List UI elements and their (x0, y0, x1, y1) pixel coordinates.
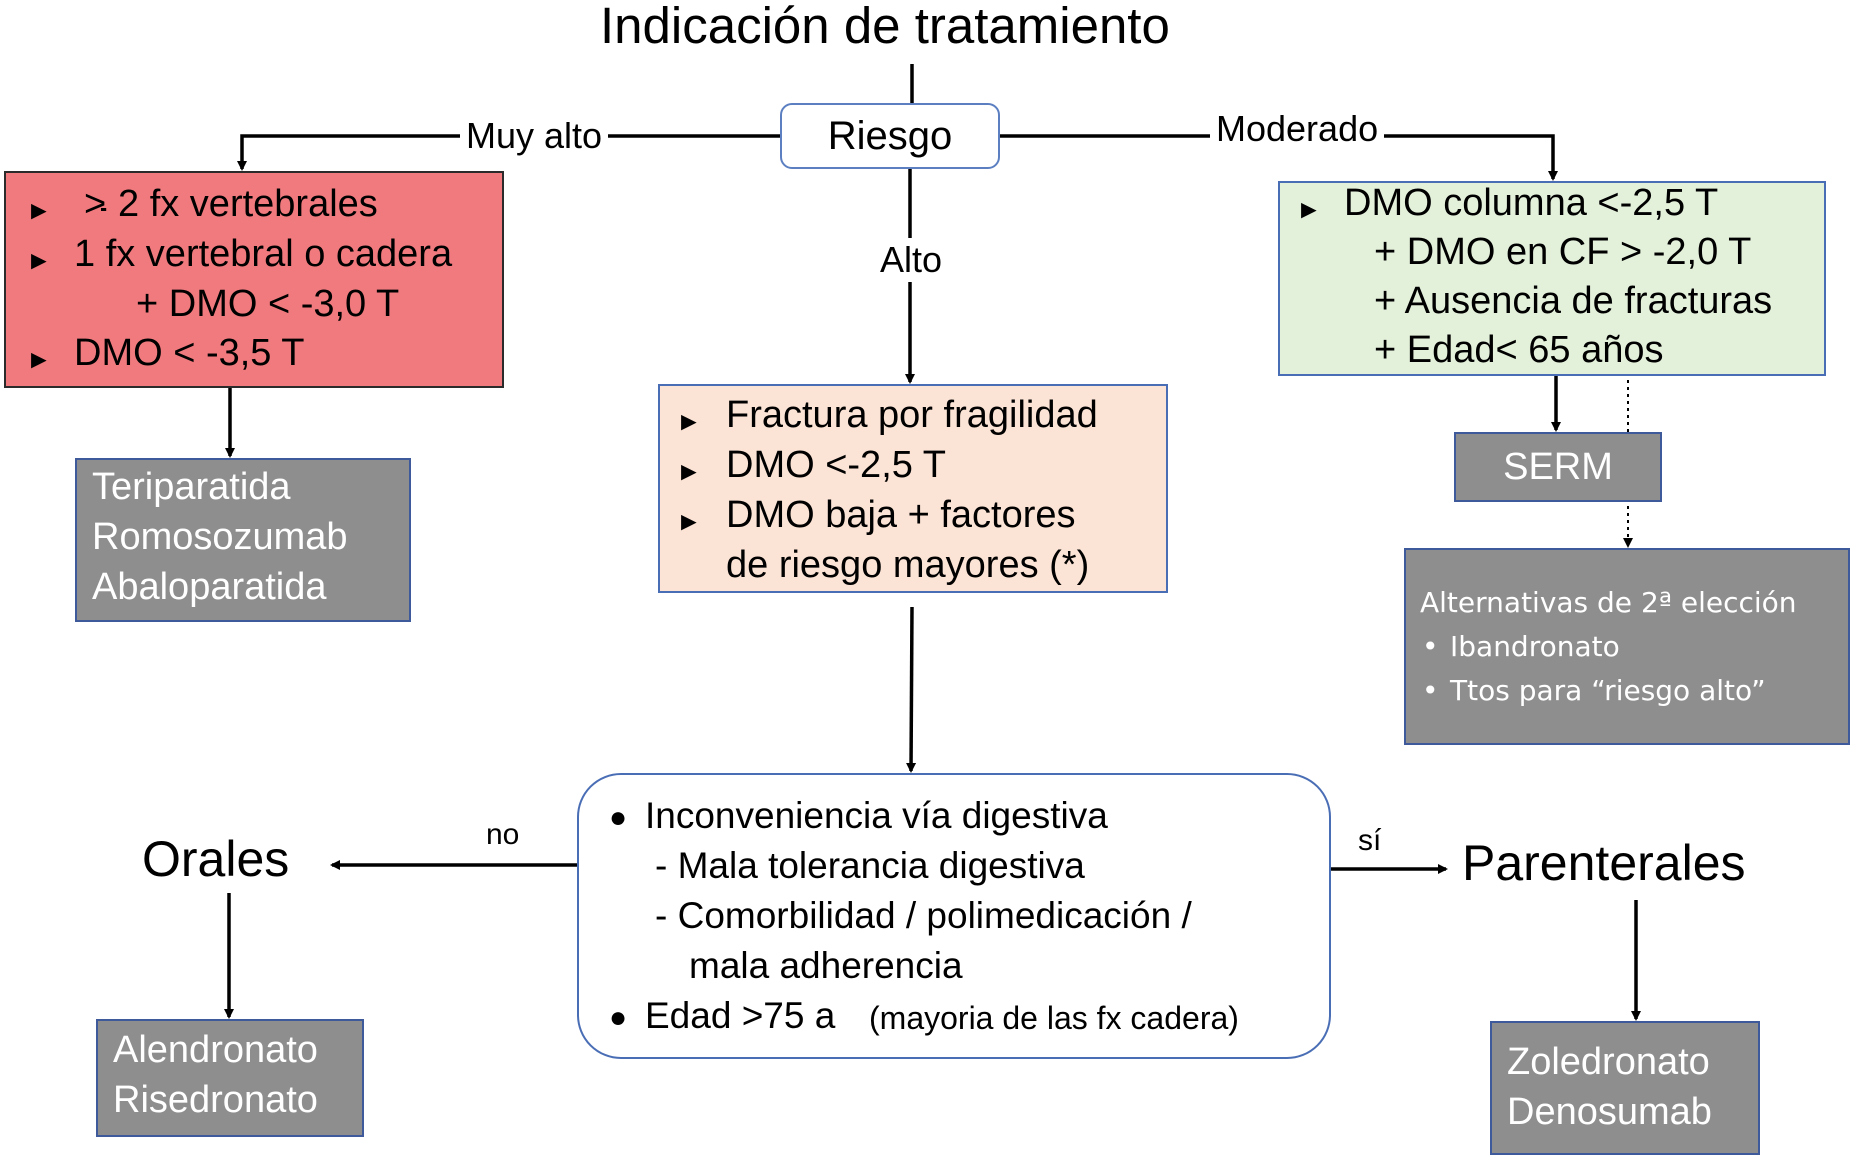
branch-label-alto: Alto (874, 238, 949, 282)
criteria-line: de riesgo mayores (*) (726, 544, 1090, 586)
treatment-item: Alendronato (113, 1029, 318, 1071)
treatment-item: Romosozumab (92, 516, 348, 558)
moderado-criteria-box: ► DMO columna <-2,5 T + DMO en CF > -2,0… (1278, 181, 1826, 376)
riesgo-node: Riesgo (780, 103, 1000, 169)
parenterales-label: Parenterales (1462, 835, 1746, 891)
bullet-marker: ► (1296, 194, 1322, 224)
bullet-marker: ► (676, 456, 702, 486)
alternative-item: Ibandronato (1450, 630, 1620, 663)
decision-criteria-box: ● Inconveniencia vía digestiva - Mala to… (577, 773, 1331, 1059)
treatment-item: Abaloparatida (92, 566, 327, 608)
decision-line: - Mala tolerancia digestiva (655, 845, 1085, 886)
criteria-line: + Ausencia de fracturas (1374, 280, 1773, 322)
treatment-item: Teriparatida (92, 466, 291, 508)
alternative-item: Ttos para “riesgo alto” (1450, 674, 1766, 707)
peach-to-central-arrow (906, 606, 917, 773)
bullet-marker: ► (26, 195, 52, 225)
treatment-item: Zoledronato (1507, 1041, 1710, 1083)
bullet-marker: ► (26, 245, 52, 275)
criteria-line: + Edad< 65 años (1374, 329, 1664, 371)
alternatives-box: Alternativas de 2ª elección • Ibandronat… (1404, 548, 1850, 745)
bullet-marker: ► (26, 344, 52, 374)
moderado-arrow (1000, 134, 1558, 181)
muy-alto-criteria-box: ► > 2 fx vertebrales ► 1 fx vertebral o … (4, 171, 504, 388)
criteria-line: 1 fx vertebral o cadera (74, 233, 453, 275)
alto-criteria-box: ► Fractura por fragilidad ► DMO <-2,5 T … (658, 384, 1168, 593)
dot-marker: ● (609, 801, 628, 834)
diagram-title: Indicación de tratamiento (600, 0, 1170, 54)
bullet-marker: ► (676, 406, 702, 436)
criteria-line: 2 fx vertebrales (118, 183, 378, 225)
treatment-item: Denosumab (1507, 1091, 1712, 1133)
serm-box: SERM (1454, 432, 1662, 502)
decision-line: Edad >75 a (645, 995, 836, 1036)
ge-symbol: > (84, 183, 107, 225)
criteria-line: + DMO en CF > -2,0 T (1374, 231, 1752, 273)
oral-treatments-box: Alendronato Risedronato (96, 1019, 364, 1137)
orales-label: Orales (142, 831, 290, 887)
bullet-dot: • (1422, 630, 1439, 663)
criteria-line: Fractura por fragilidad (726, 394, 1098, 436)
bullet-dot: • (1422, 674, 1439, 707)
riesgo-label: Riesgo (827, 113, 953, 158)
branch-label-no: no (486, 818, 520, 851)
branch-label-moderado: Moderado (1210, 107, 1385, 151)
criteria-line: + DMO < -3,0 T (136, 283, 400, 325)
criteria-line: DMO columna <-2,5 T (1344, 182, 1719, 224)
parenteral-treatments-box: Zoledronato Denosumab (1490, 1021, 1760, 1155)
criteria-line: DMO baja + factores (726, 494, 1076, 536)
dot-marker: ● (609, 1001, 628, 1034)
branch-label-muy-alto: Muy alto (460, 114, 609, 158)
criteria-line: DMO < -3,5 T (74, 332, 305, 374)
treatment-item: Risedronato (113, 1079, 318, 1121)
decision-line: Inconveniencia vía digestiva (645, 795, 1108, 836)
criteria-line: DMO <-2,5 T (726, 444, 946, 486)
muy-alto-treatments-box: Teriparatida Romosozumab Abaloparatida (75, 458, 411, 622)
decision-line: - Comorbilidad / polimedicación / (655, 895, 1192, 936)
branch-label-si: sí (1358, 824, 1382, 857)
alternatives-title: Alternativas de 2ª elección (1420, 586, 1797, 619)
bullet-marker: ► (676, 506, 702, 536)
serm-label: SERM (1503, 445, 1613, 488)
decision-note: (mayoria de las fx cadera) (869, 1000, 1239, 1036)
decision-line: mala adherencia (689, 945, 963, 986)
